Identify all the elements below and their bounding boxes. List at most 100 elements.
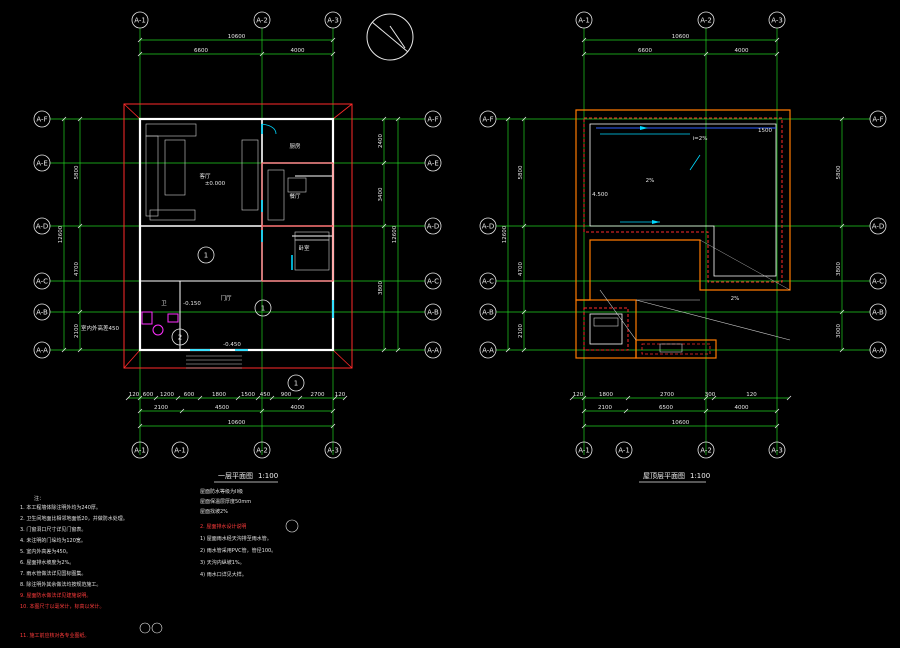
roof-note-line: 屋面找坡2% (200, 508, 228, 515)
plan1-left-seg-label: 5800 (74, 165, 80, 179)
roof-parapet (589, 123, 777, 277)
plan2-left-seg-tick (521, 116, 527, 122)
axis-bubble-right-label: A-D (427, 223, 440, 231)
plan2-bot-row1-label: 300 (705, 392, 716, 398)
lower-roof-outline (575, 299, 637, 359)
roof-note-red: 2. 屋面排水设计说明 (200, 523, 246, 530)
plan1-left-seg-tick (77, 116, 83, 122)
axis-bubble-bottom-label: A-1 (578, 447, 590, 455)
note-line: 8. 除注明外其余做法均按规范施工。 (20, 581, 101, 588)
note-line: 6. 屋面排水坡度为2%。 (20, 559, 74, 566)
roof-note-line: 屋面防水等级为II级 (200, 488, 243, 495)
axis-bubble-left-circle (33, 217, 51, 235)
axis-bubble-bottom-circle (253, 441, 271, 459)
roof-outline (575, 109, 791, 301)
ridge-line (635, 299, 791, 341)
axis-bubble-bottom-circle (768, 441, 786, 459)
plan2-bot-row2-tick (703, 408, 709, 414)
plan1-bot-row1-label: 450 (260, 392, 271, 398)
plan1-bot-row1-tick (197, 395, 203, 401)
axis-bubble-left-label: A-A (482, 347, 494, 355)
plan2-bot-row1-tick (569, 395, 575, 401)
axis-bubble-right-label: A-F (427, 116, 438, 124)
axis-bubble-right-circle (424, 154, 442, 172)
elevation-label: 4.500 (592, 192, 608, 198)
plan1-bot-row1-label: 1200 (160, 392, 174, 398)
plan2-bot-row1-tick (711, 395, 717, 401)
axis-bubble-top-label: A-2 (256, 17, 268, 25)
note-line-red: 11. 施工前应核对各专业图纸。 (20, 632, 90, 639)
note-line: 1. 本工程墙体除注明外均为240厚。 (20, 504, 101, 511)
plan1-right-seg-tick (381, 116, 387, 122)
plan1-bot-row2-label: 4000 (291, 405, 305, 411)
plan2-top-seg-tick (703, 51, 709, 57)
plan1-eave-corner (332, 103, 353, 120)
plan1-bot-total-tick (137, 423, 143, 429)
plan1-bot-row2-label: 4500 (215, 405, 229, 411)
plan1-left-total-tick (61, 347, 67, 353)
detail-bubble (151, 622, 163, 634)
plan1-top-seg-tick (330, 51, 336, 57)
toilet-icon (141, 311, 153, 325)
north-arrow (366, 13, 414, 61)
plan1-left-total-label: 12600 (58, 225, 64, 243)
plan1-eave-corner (332, 349, 353, 369)
ridge-line (699, 239, 791, 291)
room-label: 厨房 (289, 142, 301, 150)
plan2-bot-row1-label: 1800 (599, 392, 613, 398)
axis-bubble-left-circle (33, 110, 51, 128)
roof-note-line: 屋面保温层厚度50mm (200, 498, 251, 505)
axis-bubble-right-circle (424, 303, 442, 321)
plan1-left-seg-tick (77, 309, 83, 315)
plan2-bot-row1-tick (625, 395, 631, 401)
axis-bubble-left-circle (479, 303, 497, 321)
plan1-right-seg-tick (381, 160, 387, 166)
plan2-top-seg-tick (581, 51, 587, 57)
plan2-bot-total-tick (581, 423, 587, 429)
plan1-eave-corner (123, 103, 141, 120)
note-line: 3. 门窗洞口尺寸详见门窗表。 (20, 526, 86, 533)
plan1-bot-total-label: 10600 (228, 420, 246, 426)
axis-bubble-right-circle (424, 110, 442, 128)
axis-bubble-left-label: A-B (482, 309, 494, 317)
axis-bubble-right-label: A-C (872, 278, 884, 286)
note-line: 4. 未注明的门垛均为120宽。 (20, 537, 86, 544)
plan2-bot-row2-tick (623, 408, 629, 414)
plan1-top-seg-tick (259, 51, 265, 57)
plan1-bot-row2-tick (259, 408, 265, 414)
plan1-left-seg-tick (77, 223, 83, 229)
plan2-left-seg-label: 5800 (518, 165, 524, 179)
plan2-left-seg-tick (521, 347, 527, 353)
plan1-top-total-tick (137, 37, 143, 43)
sink-icon (167, 313, 179, 323)
room-label: 卫 (161, 300, 167, 307)
axis-bubble-left-label: A-F (36, 116, 47, 124)
plan1-bot-row1-label: 120 (335, 392, 346, 398)
slope-label: 2% (731, 296, 740, 302)
axis-bubble-top-circle (131, 11, 149, 29)
plan1-right-seg-label: 2400 (378, 134, 384, 148)
section-bubble-circle (254, 299, 272, 317)
plan1-top-total-label: 10600 (228, 34, 246, 40)
plan2-top-total-tick (581, 37, 587, 43)
axis-bubble-bottom-label: A-1 (134, 447, 146, 455)
ridge-line (599, 289, 637, 341)
plan2-bot-row1-tick (786, 395, 792, 401)
plan1-bot-row1-tick (235, 395, 241, 401)
tv-cabinet-icon (241, 139, 259, 211)
plan2-bot-row1-tick (703, 395, 709, 401)
dim-label: 1500 (758, 128, 772, 134)
general-notes: 注： 1. 本工程墙体除注明外均为240厚。2. 卫生间地面比相邻地面低20，并… (20, 495, 163, 639)
plan2-top-total-label: 10600 (672, 34, 690, 40)
axis-bubble-left-label: A-C (36, 278, 48, 286)
plan1-bot-row1-tick (137, 395, 143, 401)
plan1-eave-corner (123, 349, 141, 369)
plan2-bot-row2-tick (774, 408, 780, 414)
plan1-left-total-tick (61, 116, 67, 122)
axis-bubble-top-label: A-1 (134, 17, 146, 25)
axis-bubble-top-label: A-3 (771, 17, 783, 25)
plan1-title: 一层平面图 (218, 472, 253, 480)
plan1-right-total-label: 12600 (392, 225, 398, 243)
axis-bubble-right-label: A-B (427, 309, 439, 317)
